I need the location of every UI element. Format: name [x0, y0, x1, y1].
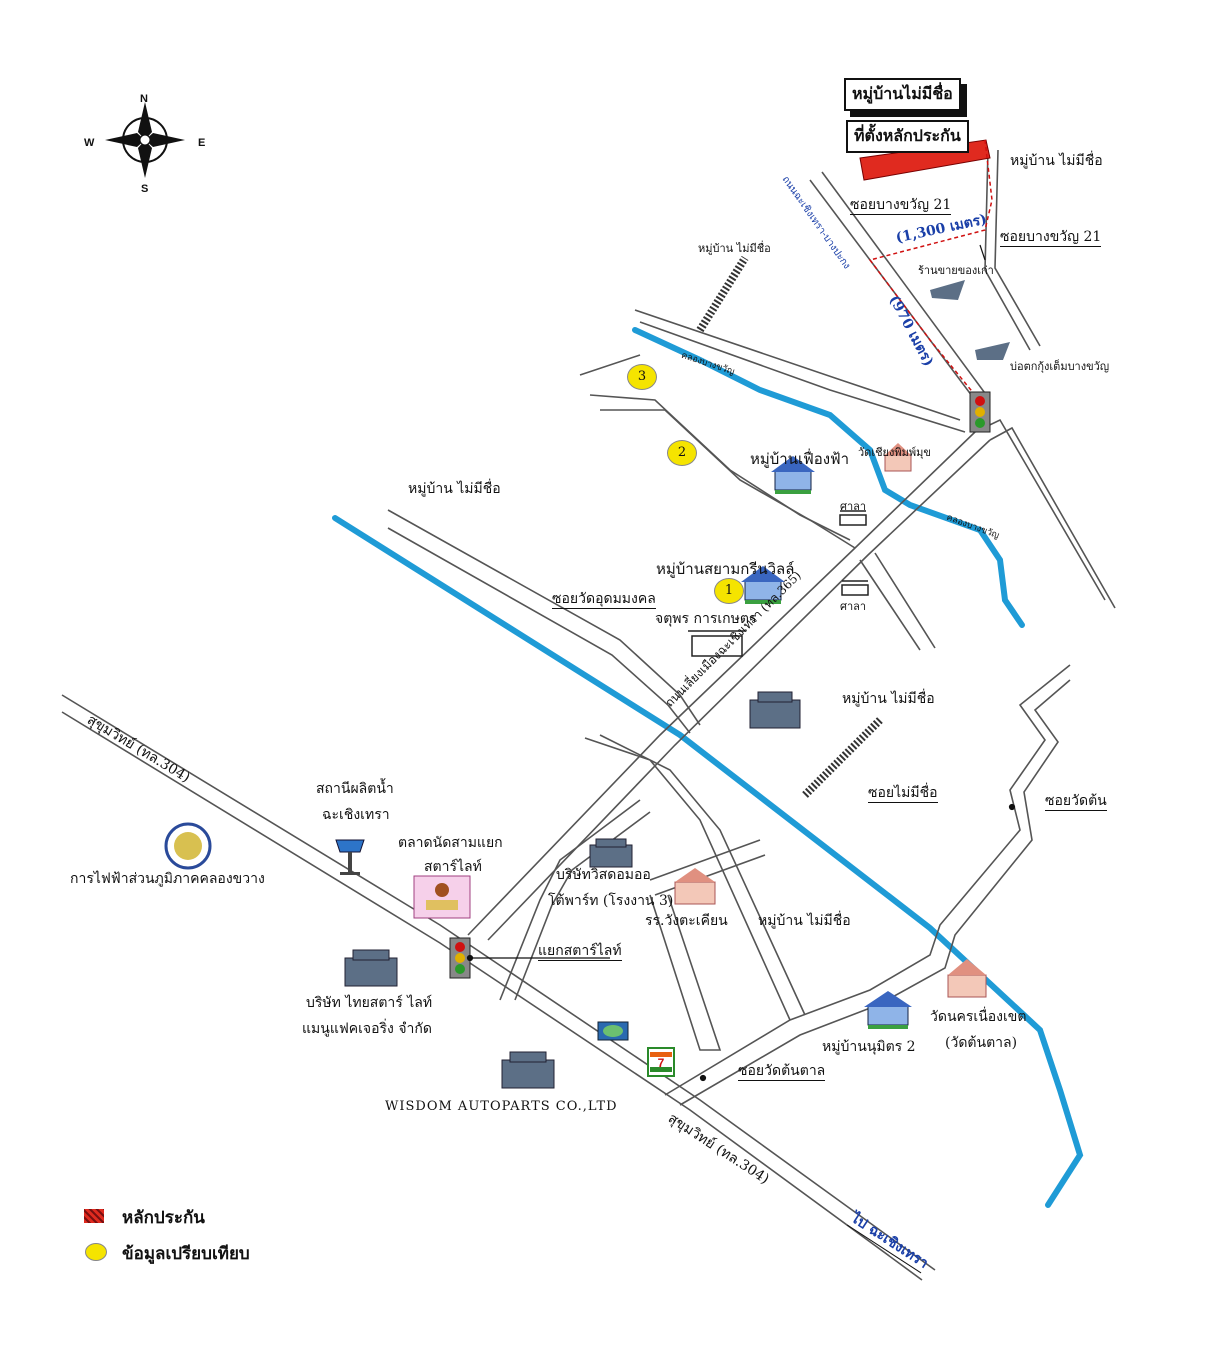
label-water-station-2: ฉะเชิงเทรา	[322, 807, 390, 823]
label-starlight-junction: แยกสตาร์ไลท์	[538, 943, 622, 961]
compass-n: N	[140, 93, 148, 105]
road-ne-a	[974, 418, 1106, 601]
legend-comparable-label: ข้อมูลเปรียบเทียบ	[122, 1244, 250, 1264]
village-icons	[741, 456, 912, 1029]
label-thai-starlight-1: บริษัท ไทยสตาร์ ไลท์	[306, 995, 433, 1011]
canal-main	[332, 515, 1084, 1208]
label-village-no-name-left: หมู่บ้าน ไม่มีชื่อ	[408, 481, 501, 497]
label-thai-starlight-2: แมนูแฟคเจอริ่ง จำกัด	[302, 1021, 432, 1037]
temple-icons	[674, 443, 987, 998]
label-school: รร.วังตะเคียน	[645, 913, 728, 929]
label-company-2: โต้พาร์ท (โรงงาน 3)	[548, 893, 674, 909]
collateral-location-callout: ที่ตั้งหลักประกัน	[846, 120, 969, 153]
shop-logo-icon	[597, 1021, 629, 1041]
sala-icons	[688, 510, 869, 657]
water-tower-icon	[335, 839, 365, 875]
label-pond: บ่อตกกุ้งเต็มบางขวัญ	[1010, 360, 1110, 373]
village-no-name-callout: หมู่บ้านไม่มีชื่อ	[844, 78, 961, 111]
label-market-2: สตาร์ไลท์	[424, 859, 482, 875]
road-tontan-b	[679, 679, 1071, 1106]
legend-collateral-swatch	[84, 1209, 104, 1223]
building-icons	[344, 691, 801, 1089]
label-soi-bangkhwan-21a: ซอยบางขวัญ 21	[850, 197, 952, 215]
compass-w: W	[84, 137, 95, 149]
label-village-no-name-mid: หมู่บ้าน ไม่มีชื่อ	[842, 691, 935, 707]
label-jatuporn: จตุพร การเกษตร	[655, 611, 757, 627]
label-soi-wat-udom: ซอยวัดอุดมมงคล	[552, 591, 656, 609]
road-comp-b	[600, 409, 856, 549]
seven-eleven-icon: 7	[647, 1047, 675, 1077]
route-path	[868, 139, 993, 396]
traffic-light-icons	[449, 391, 991, 979]
pea-logo-icon	[164, 822, 212, 870]
comparable-marker-3: 3	[627, 364, 657, 390]
market-icon	[413, 875, 471, 919]
shed-icons	[930, 280, 1010, 360]
road-mid-a	[649, 839, 766, 896]
label-village-fueangfa: หมู่บ้านเฟื่องฟ้า	[750, 450, 850, 468]
legend-collateral-label: หลักประกัน	[122, 1208, 205, 1228]
road-mid-b	[649, 894, 722, 1051]
road-udom-b	[387, 527, 691, 734]
road-top-b	[821, 171, 991, 401]
label-soi-no-name: ซอยไม่มีชื่อ	[868, 785, 938, 803]
label-wat: วัดเชียงพิมพ์มุข	[858, 446, 931, 459]
label-village-no-name-tr: หมู่บ้าน ไม่มีชื่อ	[1010, 153, 1103, 169]
label-water-station-1: สถานีผลิตน้ำ	[316, 781, 394, 797]
label-village-numit: หมู่บ้านนุมิตร 2	[822, 1039, 916, 1055]
road-ne-b	[989, 426, 1116, 609]
label-sala-2: ศาลา	[840, 600, 867, 613]
label-shop: ร้านขายของเก่า	[918, 264, 994, 277]
canals	[332, 327, 1084, 1208]
road-365-b	[487, 439, 991, 941]
label-village-no-name-small: หมู่บ้าน ไม่มีชื่อ	[698, 242, 771, 255]
road-sala	[859, 552, 936, 651]
canal-north	[632, 327, 1025, 628]
railway	[696, 255, 883, 798]
legend-comparable-swatch	[85, 1243, 107, 1261]
label-wat-nakhon-1: วัดนครเนื่องเขต	[930, 1009, 1027, 1025]
label-market-1: ตลาดนัดสามแยก	[398, 835, 503, 851]
compass-s: S	[141, 183, 149, 195]
road-tontan-a	[664, 664, 1071, 1096]
label-wisdom: WISDOM AUTOPARTS CO.,LTD	[385, 1099, 618, 1114]
road-soi21-a	[984, 149, 1031, 351]
road-udom-a	[387, 509, 701, 726]
road-canal-a	[634, 309, 961, 421]
comparable-marker-2: 2	[667, 440, 697, 466]
road-lower-a	[584, 734, 806, 1021]
compass-icon	[105, 102, 185, 178]
comparable-marker-1: 1	[714, 578, 744, 604]
label-soi-wat-ton: ซอยวัดต้น	[1045, 793, 1107, 811]
label-wat-nakhon-2: (วัดต้นตาล)	[945, 1035, 1018, 1051]
label-soi-wat-ton-tan: ซอยวัดต้นตาล	[738, 1063, 826, 1081]
road-365-a	[467, 431, 976, 936]
label-village-siam-green: หมู่บ้านสยามกรีนวิลล์	[656, 560, 795, 578]
label-pea: การไฟฟ้าส่วนภูมิภาคคลองขวาง	[70, 871, 265, 887]
label-soi-bangkhwan-21b: ซอยบางขวัญ 21	[1000, 229, 1102, 247]
label-village-no-name-bottom: หมู่บ้าน ไม่มีชื่อ	[758, 913, 851, 929]
svg-text:7: 7	[658, 1056, 665, 1070]
road-sukhumvit-a	[61, 694, 936, 1271]
road-sukhumvit-b	[61, 711, 923, 1281]
road-canal-b	[639, 321, 966, 433]
label-company-1: บริษัทวิสดอมออ	[556, 867, 651, 883]
roads	[61, 149, 1116, 1281]
road-soi21-b	[994, 149, 1041, 347]
compass-e: E	[198, 137, 206, 149]
label-sala-1: ศาลา	[840, 500, 867, 513]
